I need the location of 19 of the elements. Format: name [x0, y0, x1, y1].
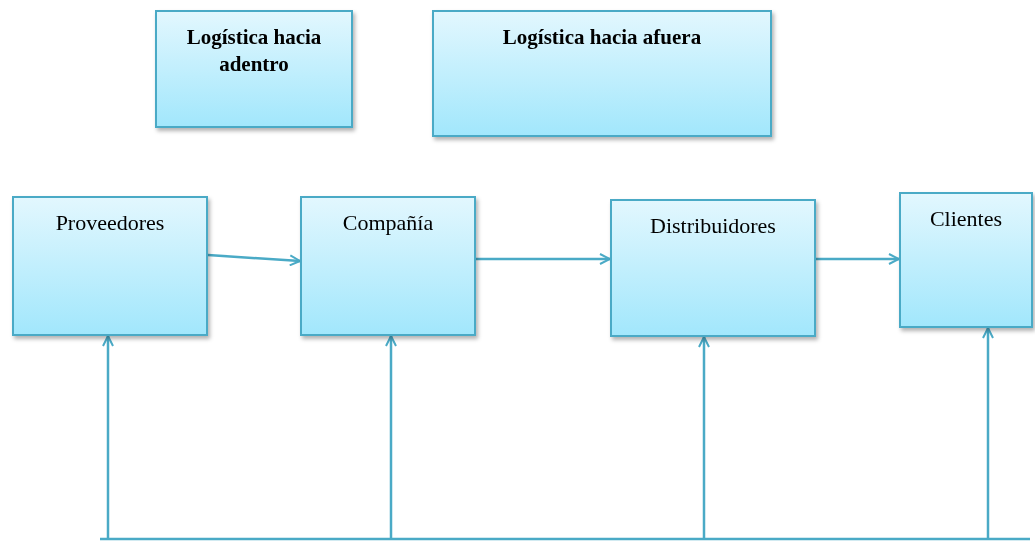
heading-text: Logística hacia adentro — [185, 24, 323, 78]
box-label: Compañía — [341, 209, 435, 236]
process-box — [155, 10, 353, 128]
process-box — [610, 199, 816, 337]
arrow — [385, 335, 397, 539]
heading-text: Logística hacia afuera — [501, 24, 703, 51]
process-box — [12, 196, 208, 336]
process-box — [899, 192, 1033, 328]
arrow — [476, 253, 611, 265]
box-label: Clientes — [928, 205, 1004, 232]
box-label: Distribuidores — [649, 212, 777, 239]
arrow — [102, 335, 114, 539]
process-box — [300, 196, 476, 336]
arrow — [816, 253, 900, 265]
box-label: Proveedores — [54, 209, 166, 236]
arrow — [207, 253, 301, 267]
arrow — [982, 327, 994, 539]
arrow — [698, 336, 710, 539]
process-box — [432, 10, 772, 137]
